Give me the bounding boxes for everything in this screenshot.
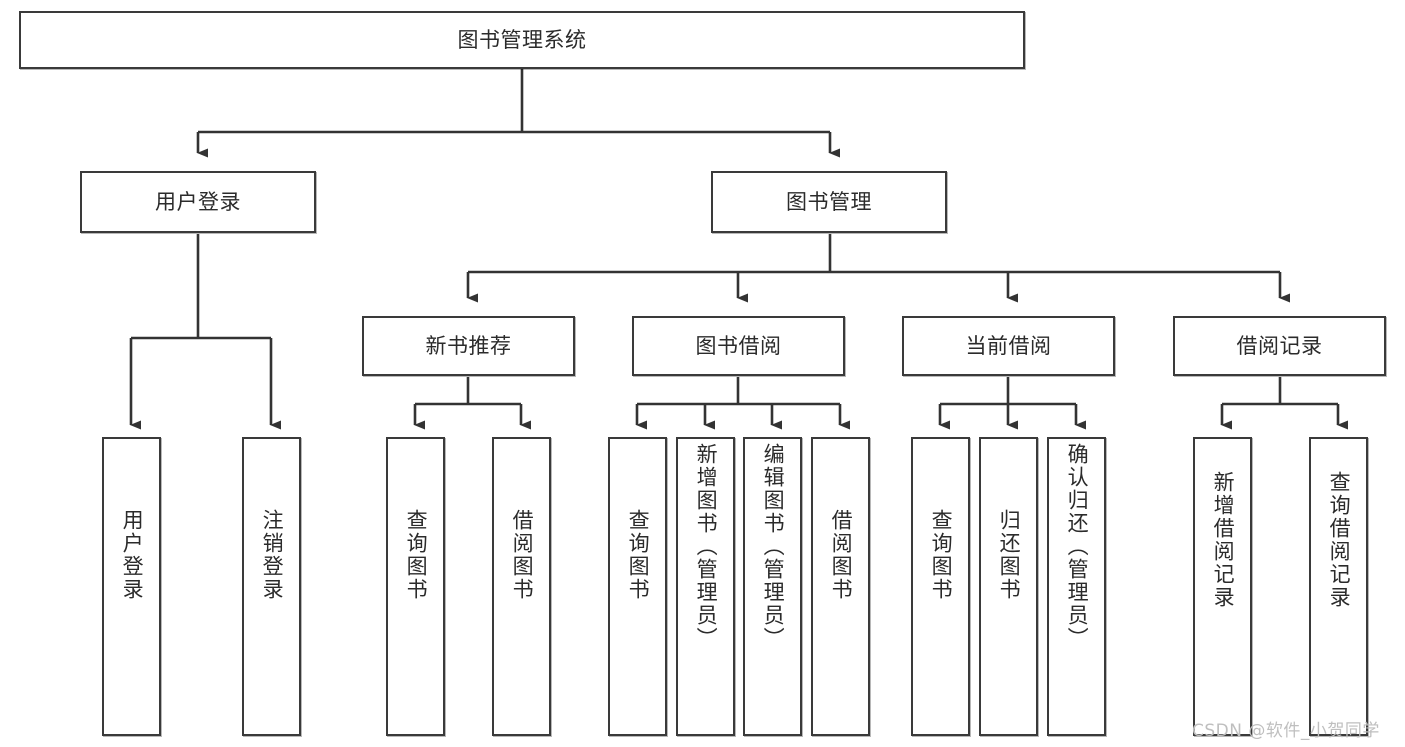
node-leaf-add-book[interactable]: 新增图书（管理员） <box>676 437 735 736</box>
node-root[interactable]: 图书管理系统 <box>19 11 1025 69</box>
node-leaf-query-record-label: 查询借阅记录 <box>1327 471 1352 609</box>
node-leaf-return-book-label: 归还图书 <box>997 509 1022 601</box>
node-leaf-query-book-3[interactable]: 查询图书 <box>911 437 970 736</box>
node-leaf-add-record-label: 新增借阅记录 <box>1211 471 1236 609</box>
node-leaf-edit-book[interactable]: 编辑图书（管理员） <box>743 437 802 736</box>
node-borrow-record[interactable]: 借阅记录 <box>1173 316 1386 376</box>
node-book-management[interactable]: 图书管理 <box>711 171 947 233</box>
node-leaf-query-book-1-label: 查询图书 <box>404 509 429 601</box>
node-book-borrow[interactable]: 图书借阅 <box>632 316 845 376</box>
node-current-borrow[interactable]: 当前借阅 <box>902 316 1115 376</box>
node-user-login[interactable]: 用户登录 <box>80 171 316 233</box>
node-book-borrow-label: 图书借阅 <box>695 333 782 358</box>
node-user-login-label: 用户登录 <box>155 189 241 214</box>
node-leaf-user-login-label: 用户登录 <box>120 509 145 601</box>
node-leaf-confirm-return[interactable]: 确认归还（管理员） <box>1047 437 1106 736</box>
node-current-borrow-label: 当前借阅 <box>965 333 1052 358</box>
node-leaf-query-record[interactable]: 查询借阅记录 <box>1309 437 1368 736</box>
node-leaf-query-book-3-label: 查询图书 <box>929 509 954 601</box>
node-leaf-borrow-book-2[interactable]: 借阅图书 <box>811 437 870 736</box>
node-leaf-query-book-1[interactable]: 查询图书 <box>386 437 445 736</box>
node-leaf-confirm-return-label: 确认归还（管理员） <box>1065 443 1090 650</box>
node-leaf-user-logout-label: 注销登录 <box>260 509 285 601</box>
node-new-book-recommend[interactable]: 新书推荐 <box>362 316 575 376</box>
node-leaf-borrow-book-2-label: 借阅图书 <box>829 509 854 601</box>
node-borrow-record-label: 借阅记录 <box>1236 333 1323 358</box>
node-leaf-borrow-book-1[interactable]: 借阅图书 <box>492 437 551 736</box>
node-leaf-add-record[interactable]: 新增借阅记录 <box>1193 437 1252 736</box>
node-leaf-return-book[interactable]: 归还图书 <box>979 437 1038 736</box>
node-root-label: 图书管理系统 <box>457 27 587 52</box>
node-leaf-user-logout[interactable]: 注销登录 <box>242 437 301 736</box>
node-leaf-edit-book-label: 编辑图书（管理员） <box>761 443 786 650</box>
node-leaf-query-book-2-label: 查询图书 <box>626 509 651 601</box>
node-new-book-recommend-label: 新书推荐 <box>425 333 512 358</box>
node-book-management-label: 图书管理 <box>786 189 872 214</box>
node-leaf-borrow-book-1-label: 借阅图书 <box>510 509 535 601</box>
watermark: CSDN @软件_小贺同学 <box>1192 721 1380 741</box>
node-leaf-user-login[interactable]: 用户登录 <box>102 437 161 736</box>
node-leaf-add-book-label: 新增图书（管理员） <box>694 443 719 650</box>
node-leaf-query-book-2[interactable]: 查询图书 <box>608 437 667 736</box>
